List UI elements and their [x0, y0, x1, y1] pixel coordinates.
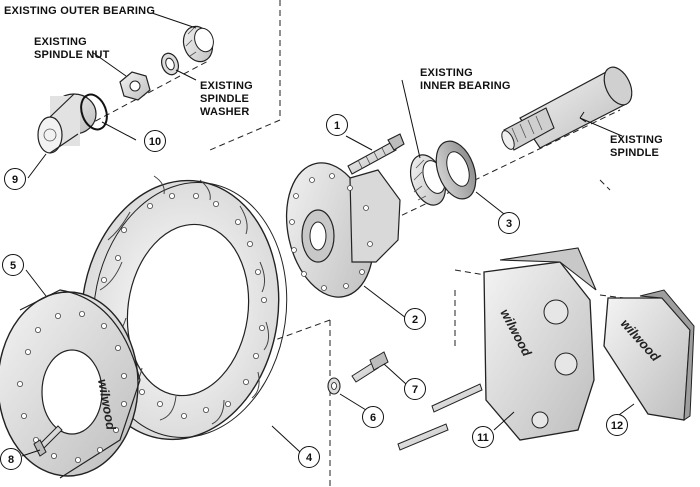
label-line: SPINDLE	[200, 93, 250, 105]
outer-bearing	[182, 25, 214, 63]
label-line: EXISTING	[610, 134, 663, 146]
spindle	[501, 66, 633, 151]
callout-8: 8	[0, 448, 22, 470]
caliper-pins	[397, 383, 483, 451]
hub-bolt	[347, 133, 405, 175]
label-arrows	[579, 111, 587, 123]
callout-6: 6	[362, 406, 384, 428]
spindle-washer	[160, 52, 180, 76]
hat-bolt	[33, 425, 63, 457]
label-line: WASHER	[200, 106, 250, 118]
label-line: SPINDLE	[610, 147, 660, 159]
label-line: EXISTING	[420, 67, 473, 79]
callout-9: 9	[4, 168, 26, 190]
callout-10: 10	[144, 130, 166, 152]
label-line: INNER BEARING	[420, 80, 511, 92]
mounting-bolt-7	[351, 351, 389, 383]
dust-cap	[37, 93, 97, 154]
callout-1: 1	[326, 114, 348, 136]
callout-11: 11	[472, 426, 494, 448]
grease-seal	[435, 140, 477, 200]
caliper: wilwood	[483, 247, 597, 441]
label-line: SPINDLE NUT	[34, 49, 110, 61]
callout-12: 12	[606, 414, 628, 436]
label-existing-spindle-washer: EXISTING SPINDLE WASHER	[200, 80, 253, 119]
callout-7: 7	[404, 378, 426, 400]
o-ring	[80, 93, 108, 131]
label-line: EXISTING	[34, 36, 87, 48]
callout-2: 2	[404, 308, 426, 330]
label-existing-outer-bearing: EXISTING OUTER BEARING	[4, 5, 156, 17]
label-line: EXISTING	[200, 80, 253, 92]
rotor-hat: wilwood	[0, 289, 141, 479]
label-existing-spindle-nut: EXISTING SPINDLE NUT	[34, 36, 110, 62]
spindle-nut	[119, 71, 151, 101]
leader-lines	[21, 12, 635, 457]
washer-6	[327, 377, 341, 395]
callout-5: 5	[2, 254, 24, 276]
callout-3: 3	[498, 212, 520, 234]
brake-pads: wilwood	[603, 289, 695, 421]
hub	[285, 162, 401, 298]
label-existing-spindle: EXISTING SPINDLE	[610, 134, 663, 160]
callout-4: 4	[298, 446, 320, 468]
label-existing-inner-bearing: EXISTING INNER BEARING	[420, 67, 511, 93]
